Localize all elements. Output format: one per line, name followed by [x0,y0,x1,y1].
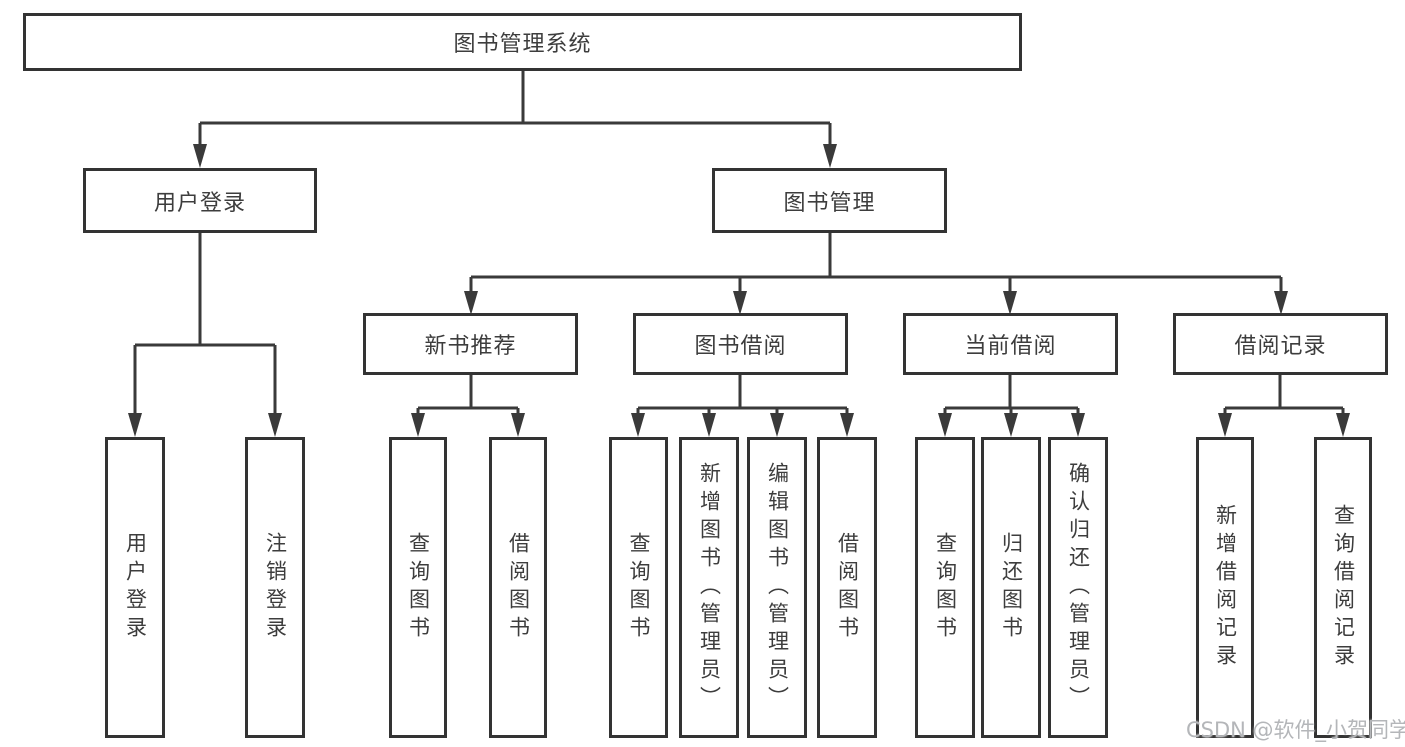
leaf-query-borrow-record: 查询借阅记录 [1314,437,1372,738]
node-label: 图书管理系统 [453,32,592,57]
node-book-borrow: 图书借阅 [633,313,848,375]
node-book-management-branch: 图书管理 [712,168,947,233]
node-label: 用户登录 [153,190,246,216]
node-label: 查询图书 [627,531,651,644]
node-label: 查询图书 [933,531,958,644]
node-label: 注销登录 [263,531,288,644]
leaf-query-books-current: 查询图书 [915,437,975,738]
node-label: 借阅记录 [1234,334,1327,359]
node-label: 借阅图书 [835,531,860,644]
leaf-borrow-books-recommend: 借阅图书 [489,437,547,738]
node-user-login-branch: 用户登录 [83,168,317,233]
node-system-root: 图书管理系统 [23,13,1022,71]
leaf-edit-books-admin: 编辑图书（管理员） [747,437,807,738]
node-label: 编辑图书（管理员） [765,461,790,714]
node-label: 借阅图书 [506,531,531,644]
leaf-query-books-recommend: 查询图书 [389,437,447,738]
node-label: 用户登录 [123,531,148,644]
node-label: 图书管理 [783,190,876,216]
leaf-query-books-borrow: 查询图书 [609,437,668,738]
leaf-add-books-admin: 新增图书（管理员） [679,437,739,738]
node-label: 新增借阅记录 [1213,503,1238,672]
leaf-add-borrow-record: 新增借阅记录 [1196,437,1254,738]
node-borrow-records: 借阅记录 [1173,313,1388,375]
node-label: 图书借阅 [694,334,787,359]
node-label: 归还图书 [999,531,1024,644]
connector-shafts [133,71,1345,417]
leaf-borrow-books: 借阅图书 [817,437,877,738]
leaf-user-login: 用户登录 [105,437,165,738]
node-label: 查询借阅记录 [1331,503,1356,672]
node-label: 新书推荐 [424,334,517,359]
csdn-watermark: CSDN @软件_小贺同学 [1186,718,1405,742]
node-label: 查询图书 [406,531,431,644]
leaf-return-books: 归还图书 [981,437,1041,738]
node-label: 新增图书（管理员） [697,461,722,714]
node-new-book-recommend: 新书推荐 [363,313,578,375]
leaf-logout: 注销登录 [245,437,305,738]
node-label: 当前借阅 [964,334,1057,359]
node-current-borrow: 当前借阅 [903,313,1118,375]
node-label: 确认归还（管理员） [1066,461,1091,714]
leaf-confirm-return-admin: 确认归还（管理员） [1048,437,1108,738]
